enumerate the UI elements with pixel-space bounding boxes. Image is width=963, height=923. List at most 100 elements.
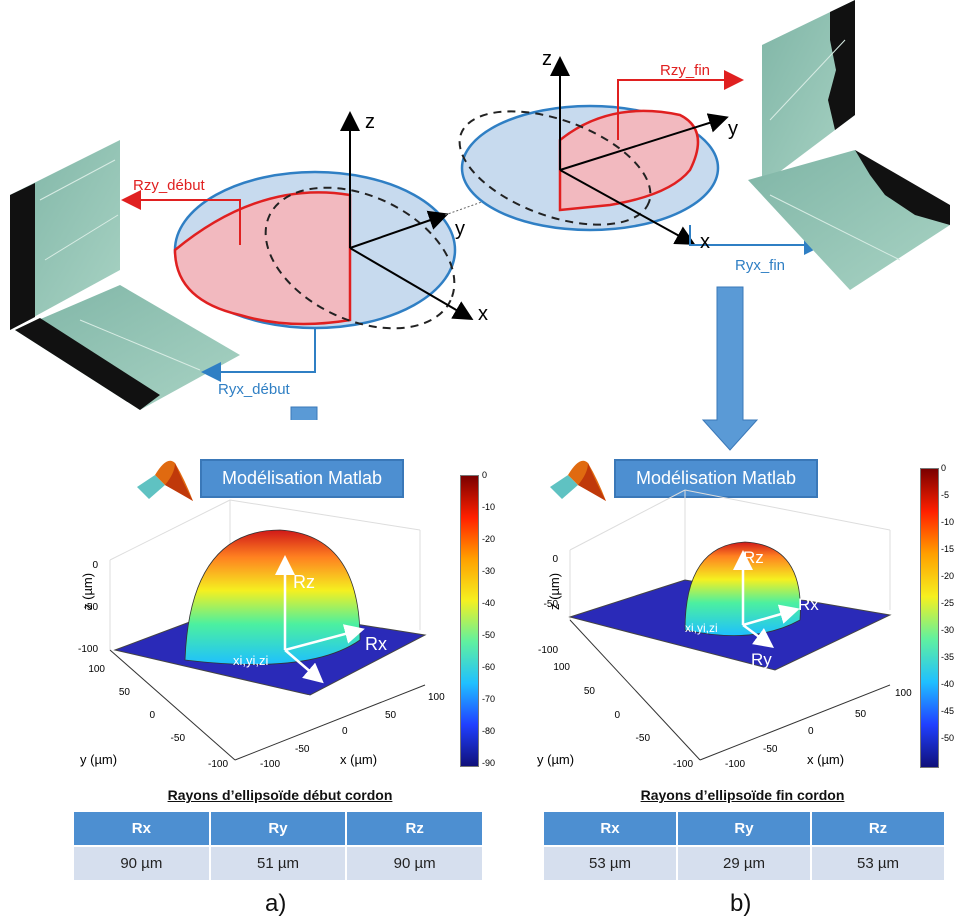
ylabel-a: y (µm) [80,752,117,767]
ztick-b-2: -100 [538,645,558,656]
axis-z-debut: z [365,111,375,133]
arrow-down-a [290,406,318,420]
ellipsoid-fin [458,56,824,255]
micrograph-debut-horizontal [15,285,240,410]
cbtick-a-8: -80 [482,726,496,736]
vector-rz-b: Rz [743,548,764,567]
xtick-b-1: -50 [763,744,778,755]
sublabel-b: b) [730,890,752,917]
cbtick-b-6: -30 [941,625,955,635]
cbtick-a-6: -60 [482,662,496,672]
colorbar-ticks-b: 0 -5 -10 -15 -20 -25 -30 -35 -40 -45 -50 [941,463,963,763]
origin-label-a: xi,yi,zi [233,653,269,668]
ylabel-b: y (µm) [537,752,574,767]
table-title-a: Rayons d’ellipsoïde début cordon [167,787,393,803]
table-b-value-ry: 29 µm [676,845,812,882]
cbtick-b-1: -5 [941,490,950,500]
vector-ry-b: Ry [751,650,772,669]
micrograph-fin-horizontal [748,150,950,290]
table-title-b: Rayons d’ellipsoïde fin cordon [640,787,845,803]
colorbar-b [920,468,939,768]
cbtick-a-5: -50 [482,630,496,640]
table-a-header-ry: Ry [208,810,348,847]
vector-ry-a: Ry [300,692,322,712]
colorbar-ticks-a: 0 -10 -20 -30 -40 -50 -60 -70 -80 -90 [482,470,512,770]
matlab-plot-b: Rz Rx Ry xi,yi,zi 0 -50 -100 z (µm) 100 … [537,489,912,770]
ztick-a-2: -100 [78,644,98,655]
ytick-b-0: 100 [553,662,570,673]
ellipsoid-schematic: z y x Rzy_début Ryx_début z y x Rzy_fin … [10,0,950,420]
table-a-header-rz: Rz [345,810,484,847]
cbtick-b-9: -45 [941,706,955,716]
origin-label-b: xi,yi,zi [685,621,718,635]
zlabel-a: z (µm) [80,573,95,610]
table-a-value-rz: 90 µm [345,845,484,882]
table-b-value-rx: 53 µm [542,845,678,882]
radius-table-a: Rx Ry Rz 90 µm 51 µm 90 µm [72,810,484,882]
ytick-a-2: 0 [149,710,155,721]
ztick-b-0: 0 [552,554,558,565]
matlab-logo-b [550,460,606,501]
table-a-header-rx: Rx [72,810,211,847]
matlab-plot-a: Rz Rx Ry xi,yi,zi 0 -50 -100 z (µm) 100 … [78,499,445,770]
table-a-value-ry: 51 µm [208,845,348,882]
xtick-a-2: 0 [342,726,348,737]
label-rzy-debut: Rzy_début [133,177,206,194]
cbtick-a-7: -70 [482,694,496,704]
cbtick-a-4: -40 [482,598,496,608]
sublabel-a: a) [265,890,287,917]
xtick-a-4: 100 [428,692,445,703]
axis-z-fin: z [542,48,552,70]
cbtick-b-3: -15 [941,544,955,554]
arrow-down-b [701,286,759,451]
axis-y-debut: y [455,218,465,240]
table-b-header-rx: Rx [542,810,678,847]
axis-x-fin: x [700,231,710,253]
cbtick-b-8: -40 [941,679,955,689]
cbtick-a-0: 0 [482,470,488,480]
vector-rx-b: Rx [798,595,819,614]
cbtick-a-2: -20 [482,534,496,544]
micrograph-debut-vertical [10,140,120,330]
table-b-value-rz: 53 µm [810,845,946,882]
label-ryx-debut: Ryx_début [218,381,291,398]
label-rzy-fin: Rzy_fin [660,62,710,79]
ztick-a-0: 0 [92,560,98,571]
cbtick-b-2: -10 [941,517,955,527]
xtick-a-0: -100 [260,759,280,770]
cbtick-a-1: -10 [482,502,496,512]
xlabel-a: x (µm) [340,752,377,767]
label-ryx-fin: Ryx_fin [735,257,785,274]
zlabel-b: z (µm) [547,573,562,610]
ytick-a-3: -50 [171,733,186,744]
vector-rz-a: Rz [293,572,315,592]
cbtick-a-3: -30 [482,566,496,576]
radius-table-b: Rx Ry Rz 53 µm 29 µm 53 µm [542,810,946,882]
ztick-a-1: -50 [84,602,99,613]
ytick-b-4: -100 [673,759,693,770]
matlab-badge-b: Modélisation Matlab [614,459,818,498]
cbtick-b-0: 0 [941,463,947,473]
ztick-b-1: -50 [544,599,559,610]
ytick-a-1: 50 [119,687,131,698]
xtick-b-2: 0 [808,726,814,737]
cbtick-b-10: -50 [941,733,955,743]
cbtick-a-9: -90 [482,758,496,768]
matlab-badge-a: Modélisation Matlab [200,459,404,498]
micrograph-fin-vertical [762,0,855,185]
colorbar-a [460,475,479,767]
ytick-b-3: -50 [636,733,651,744]
table-a-value-rx: 90 µm [72,845,211,882]
xtick-b-4: 100 [895,688,912,699]
table-b-header-ry: Ry [676,810,812,847]
axis-x-debut: x [478,303,488,325]
matlab-logo-a [137,460,193,501]
cbtick-b-4: -20 [941,571,955,581]
ytick-a-4: -100 [208,759,228,770]
cbtick-b-7: -35 [941,652,955,662]
xtick-b-3: 50 [855,709,867,720]
xtick-b-0: -100 [725,759,745,770]
xtick-a-1: -50 [295,744,310,755]
table-b-header-rz: Rz [810,810,946,847]
xlabel-b: x (µm) [807,752,844,767]
